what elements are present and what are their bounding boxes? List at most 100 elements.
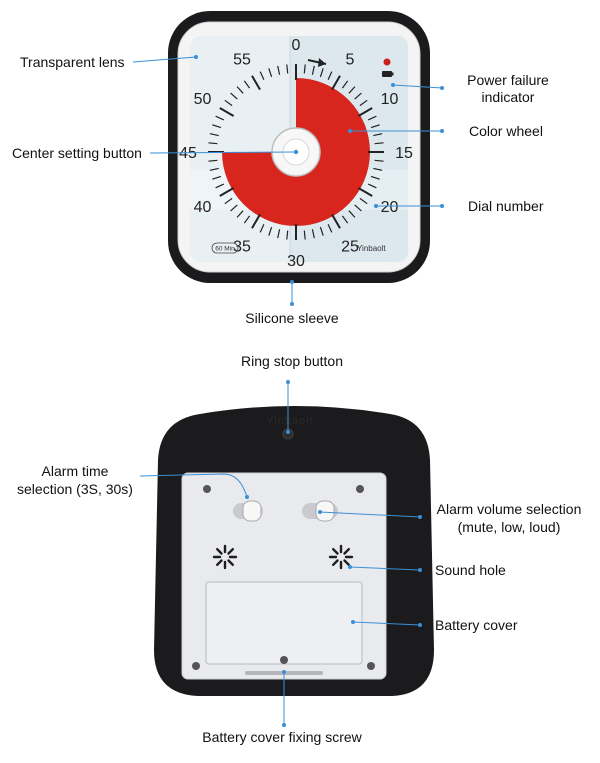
minor-tick: [277, 65, 281, 75]
minor-tick: [243, 215, 251, 224]
minor-tick: [311, 65, 315, 75]
label-power-failure-2: indicator: [482, 89, 535, 105]
label-alarm-volume-2: (mute, low, loud): [458, 519, 561, 535]
dial-number-10: 10: [381, 91, 399, 108]
minor-tick: [209, 133, 219, 137]
panel-screw-icon: [192, 662, 200, 670]
minor-tick: [319, 68, 324, 78]
minor-tick: [209, 167, 219, 171]
battery-cover-screw[interactable]: [280, 656, 288, 664]
power-failure-led-icon: [383, 58, 391, 66]
label-alarm-time-2: selection (3S, 30s): [17, 481, 133, 497]
label-battery-cover-screw: Battery cover fixing screw: [202, 729, 362, 745]
sound-slot: [227, 548, 235, 555]
sound-slot: [343, 559, 350, 566]
dial-number-50: 50: [194, 91, 212, 108]
sound-slot: [343, 548, 350, 555]
minor-tick: [327, 223, 333, 233]
sound-slot: [332, 548, 339, 555]
minor-tick: [224, 197, 233, 205]
minor-tick: [243, 80, 251, 89]
minor-tick: [215, 183, 225, 189]
minor-tick: [367, 183, 377, 189]
front-leaders: [132, 55, 444, 306]
minor-tick: [212, 175, 222, 180]
minor-tick: [286, 230, 289, 240]
alarm-volume-switch[interactable]: [315, 500, 335, 522]
sound-slot: [215, 548, 223, 555]
panel-screw-icon: [203, 485, 211, 493]
label-battery-cover: Battery cover: [435, 617, 518, 633]
label-silicone-sleeve: Silicone sleeve: [245, 310, 339, 326]
minor-tick: [236, 86, 244, 94]
major-tick: [251, 213, 261, 229]
label-alarm-volume-1: Alarm volume selection: [437, 501, 582, 517]
minor-tick: [224, 99, 233, 107]
dial-brand: Yinbaolt: [357, 244, 386, 253]
dial-number-0: 0: [292, 37, 301, 54]
direction-arrowhead-icon: [318, 58, 326, 67]
dial-number-30: 30: [287, 253, 305, 270]
minor-tick: [348, 210, 356, 218]
minor-tick: [359, 99, 368, 107]
minor-tick: [327, 71, 333, 81]
minor-tick: [215, 115, 225, 121]
major-tick: [357, 107, 373, 117]
minor-tick: [359, 197, 368, 205]
minor-tick: [341, 215, 349, 224]
back-view: Yinbaolt: [154, 406, 434, 696]
minor-tick: [236, 210, 244, 218]
label-alarm-time-1: Alarm time: [42, 463, 109, 479]
sound-hole-icon: [328, 544, 354, 570]
dial-number-55: 55: [233, 52, 251, 69]
minor-tick: [354, 204, 362, 212]
minor-tick: [303, 230, 306, 240]
minor-tick: [348, 86, 356, 94]
minor-tick: [230, 92, 238, 100]
minor-tick: [230, 204, 238, 212]
dial-badge-frame: [211, 242, 239, 254]
minor-tick: [341, 80, 349, 89]
panel-screw-icon: [367, 662, 375, 670]
minor-tick: [212, 124, 222, 129]
minor-tick: [303, 64, 306, 74]
dial-number-25: 25: [341, 239, 359, 256]
minor-tick: [373, 133, 383, 137]
battery-mini-tip: [392, 72, 394, 76]
dial-number-15: 15: [395, 145, 413, 162]
minor-tick: [370, 175, 380, 180]
major-tick: [251, 75, 261, 91]
minor-tick: [208, 142, 218, 145]
dial-number-20: 20: [381, 199, 399, 216]
panel-screw-icon: [356, 485, 364, 493]
dial-number-35: 35: [233, 239, 251, 256]
dial-badge: 60 Min: [215, 246, 235, 253]
label-ring-stop-button: Ring stop button: [241, 353, 343, 369]
minor-tick: [373, 167, 383, 171]
label-dial-number: Dial number: [468, 198, 544, 214]
major-tick: [357, 187, 373, 197]
minor-tick: [374, 142, 384, 145]
alarm-time-switch[interactable]: [242, 500, 262, 522]
minor-tick: [277, 229, 281, 239]
major-tick: [219, 187, 235, 197]
label-sound-hole: Sound hole: [435, 562, 506, 578]
sound-slot: [227, 559, 235, 566]
dial-ticks: [208, 64, 384, 240]
label-color-wheel: Color wheel: [469, 123, 543, 139]
dial-number-45: 45: [179, 145, 197, 162]
battery-cover[interactable]: [205, 581, 363, 665]
minor-tick: [311, 229, 315, 239]
sound-slot: [215, 559, 223, 566]
minor-tick: [374, 159, 384, 162]
label-center-setting-button: Center setting button: [12, 145, 142, 161]
label-transparent-lens: Transparent lens: [20, 54, 125, 70]
dial-number-40: 40: [194, 199, 212, 216]
minor-tick: [259, 71, 265, 81]
major-tick: [331, 213, 341, 229]
minor-tick: [268, 68, 273, 78]
sound-slot: [332, 559, 339, 566]
